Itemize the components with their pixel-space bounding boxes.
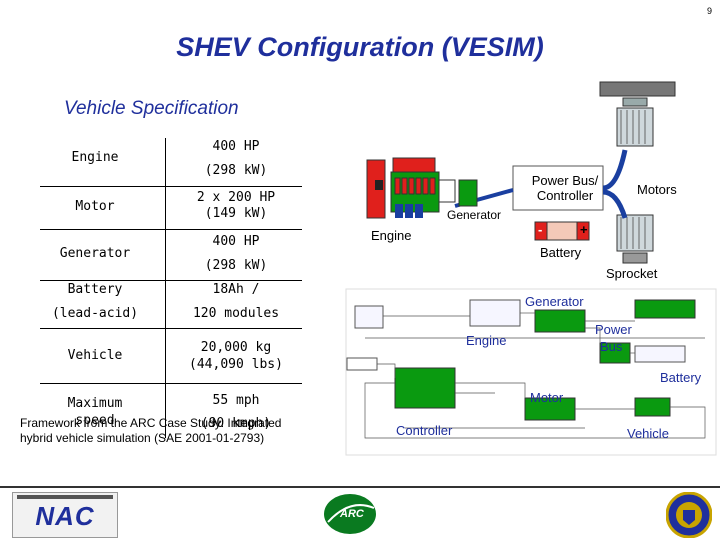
spec-value-vehicle-2: (44,090 lbs) (189, 357, 283, 372)
spec-value-motor-1: 2 x 200 HP (196, 190, 276, 205)
motor-icon (616, 214, 654, 252)
spec-label-engine: Engine (71, 150, 119, 165)
slide-subtitle: Vehicle Specification (64, 98, 239, 119)
caption-line-1: Framework from the ARC Case Study: Integ… (20, 416, 282, 430)
footer-divider (0, 486, 720, 488)
load-input-block (634, 299, 696, 319)
spec-value-generator-1: 400 HP (212, 234, 260, 249)
sim-engine-label: Engine (466, 333, 507, 348)
caption-line-2: hybrid vehicle simulation (SAE 2001-01-2… (20, 431, 265, 445)
spec-label-battery-2: (lead-acid) (51, 306, 139, 321)
sim-power-label: Power (595, 322, 632, 337)
power-bus-label: Power Bus/ Controller (531, 173, 599, 203)
row-divider (40, 280, 302, 281)
sim-bus-label: Bus (600, 339, 623, 354)
table-divider (165, 138, 166, 438)
sprocket-label: Sprocket (606, 266, 658, 281)
spec-value-vehicle-1: 20,000 kg (200, 340, 272, 355)
spec-value-motor-2: (149 kW) (204, 206, 268, 221)
spec-value-battery-1: 18Ah / (212, 282, 260, 297)
controller-block (394, 367, 456, 409)
controller-unit-icon (599, 81, 676, 97)
motors-label: Motors (637, 182, 677, 197)
sim-vehicle-label: Vehicle (627, 426, 669, 441)
spec-label-battery: Battery (67, 282, 123, 297)
battery-plus: + (580, 222, 588, 237)
sim-battery-label: Battery (660, 370, 702, 385)
row-divider (40, 328, 302, 329)
slide-title: SHEV Configuration (VESIM) (176, 32, 544, 62)
row-divider (40, 186, 302, 187)
army-seal-icon (665, 491, 713, 539)
simulation-block-diagram (345, 288, 717, 456)
spec-value-speed-1: 55 mph (212, 393, 260, 408)
sim-motor-label: Motor (530, 390, 564, 405)
spec-label-motor: Motor (75, 199, 115, 214)
sim-controller-label: Controller (396, 423, 453, 438)
spec-value-battery-2: 120 modules (192, 306, 280, 321)
sprocket-icon (622, 252, 648, 264)
generator-icon (458, 179, 478, 207)
engine-label: Engine (371, 228, 412, 243)
battery-minus: - (538, 222, 543, 237)
caption: Framework from the ARC Case Study: Integ… (20, 416, 340, 446)
motor-icon (616, 107, 654, 147)
battery-label: Battery (540, 245, 582, 260)
spec-value-speed-2: (90 kmph) (200, 416, 272, 431)
page-number: 9 (706, 6, 712, 16)
row-divider (40, 383, 302, 384)
spec-value-engine-2: (298 kW) (204, 163, 268, 178)
driver-block (346, 357, 378, 371)
spec-value-generator-2: (298 kW) (204, 258, 268, 273)
spec-value-engine-1: 400 HP (212, 139, 260, 154)
generator-block (534, 309, 586, 333)
generator-label: Generator (447, 208, 502, 222)
arrow-icon (602, 149, 628, 191)
spec-label-speed: Maximum (67, 396, 123, 411)
spec-label-speed-2: speed (75, 413, 115, 428)
nac-logo: NAC (12, 492, 118, 538)
spec-label-vehicle: Vehicle (67, 348, 123, 363)
sim-generator-label: Generator (525, 294, 584, 309)
spec-label-generator: Generator (59, 246, 131, 261)
arc-logo: ARC (322, 492, 378, 536)
vehicle-block (634, 397, 671, 417)
battery-block (634, 345, 686, 363)
hardware-schematic (366, 81, 676, 264)
driving-cycle-block (354, 305, 384, 329)
arrow-icon (602, 189, 628, 219)
engine-block (469, 299, 521, 327)
row-divider (40, 229, 302, 230)
